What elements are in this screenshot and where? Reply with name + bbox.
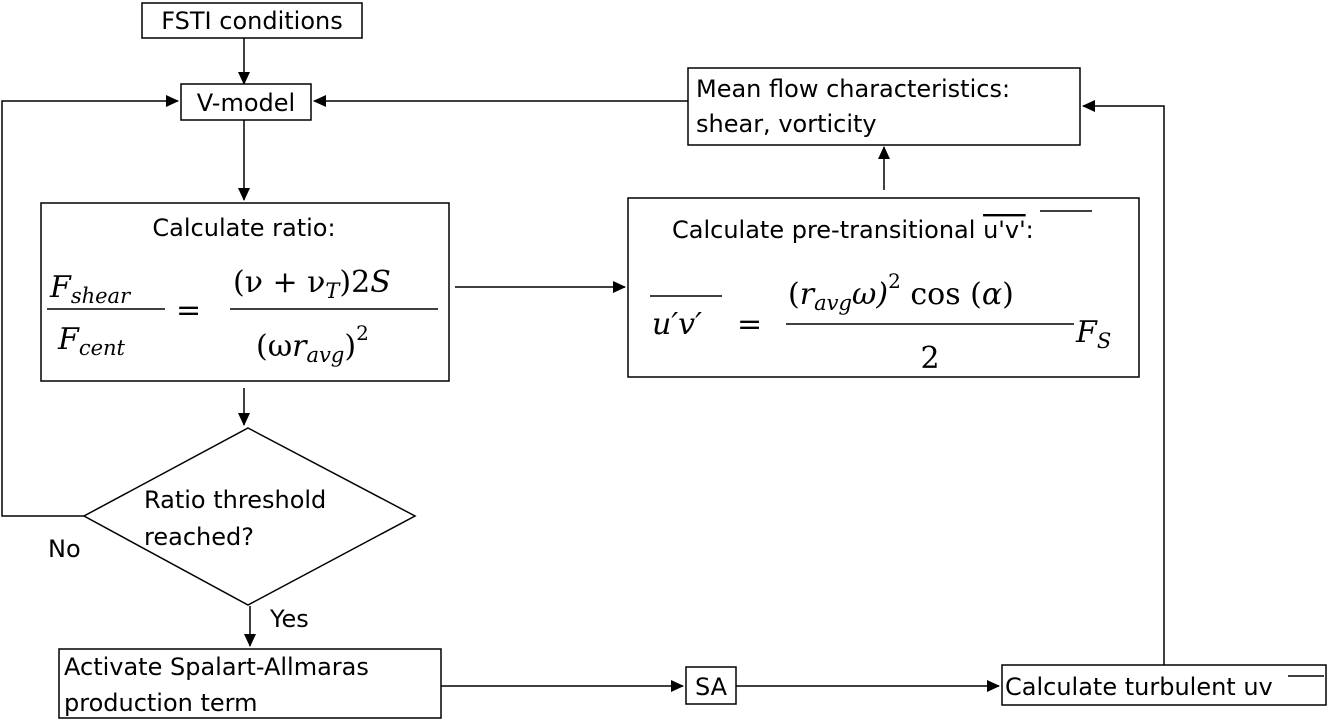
node-sa-label: SA xyxy=(695,673,728,701)
node-calculate-pretransitional: Calculate pre-transitional u'v': u′v′ = … xyxy=(627,197,1140,378)
eq-ratio-lhs-den: Fcent xyxy=(57,322,126,360)
edge-label-no: No xyxy=(48,535,81,563)
eq-pretrans-den: 2 xyxy=(920,341,939,376)
node-activate-line2: production term xyxy=(64,689,258,717)
equation-ratio: Fshear Fcent = (ν + νT)2S (ωravg)2 xyxy=(47,265,438,367)
node-fsti-conditions: FSTI conditions xyxy=(141,2,363,39)
node-meanflow-line2: shear, vorticity xyxy=(696,110,877,138)
node-ratio-title: Calculate ratio: xyxy=(152,214,335,242)
eq-ratio-lhs-num: Fshear xyxy=(49,270,132,308)
node-sa: SA xyxy=(685,666,737,705)
node-meanflow-line1: Mean flow characteristics: xyxy=(696,75,1010,103)
eq-pretrans-lhs: u′v′ xyxy=(652,307,702,342)
node-fsti-label: FSTI conditions xyxy=(161,7,342,35)
eq-pretrans-num: (ravgω)2 cos (α) xyxy=(788,269,1014,315)
edge-label-yes: Yes xyxy=(269,605,309,633)
node-decision-line1: Ratio threshold xyxy=(144,486,326,514)
eq-pretrans-fs: FS xyxy=(1075,315,1111,353)
node-pretrans-title: Calculate pre-transitional u'v': xyxy=(672,216,1034,244)
node-calculate-turbulent: Calculate turbulent uv xyxy=(1001,664,1327,706)
node-activate-spalart-allmaras: Activate Spalart-Allmaras production ter… xyxy=(58,648,442,719)
node-v-model: V-model xyxy=(180,83,312,121)
node-vmodel-label: V-model xyxy=(197,89,295,117)
eq-pretrans-equals: = xyxy=(737,307,762,342)
node-activate-line1: Activate Spalart-Allmaras xyxy=(64,653,369,681)
node-turbulent-label: Calculate turbulent uv xyxy=(1005,673,1273,701)
node-mean-flow-characteristics: Mean flow characteristics: shear, vortic… xyxy=(687,67,1081,146)
node-calculate-ratio: Calculate ratio: Fshear Fcent = (ν + νT)… xyxy=(40,202,450,382)
node-decision-line2: reached? xyxy=(144,523,254,551)
edge-decision-no-to-vmodel xyxy=(1,95,179,517)
equation-pretrans: u′v′ = (ravgω)2 cos (α) 2 FS xyxy=(650,269,1111,376)
eq-ratio-rhs-den: (ωravg)2 xyxy=(256,321,369,367)
eq-ratio-rhs-num: (ν + νT)2S xyxy=(233,265,391,303)
eq-ratio-equals: = xyxy=(176,293,201,328)
node-ratio-threshold-decision: Ratio threshold reached? xyxy=(82,427,417,606)
edge-turbulent-to-meanflow xyxy=(1082,100,1165,665)
